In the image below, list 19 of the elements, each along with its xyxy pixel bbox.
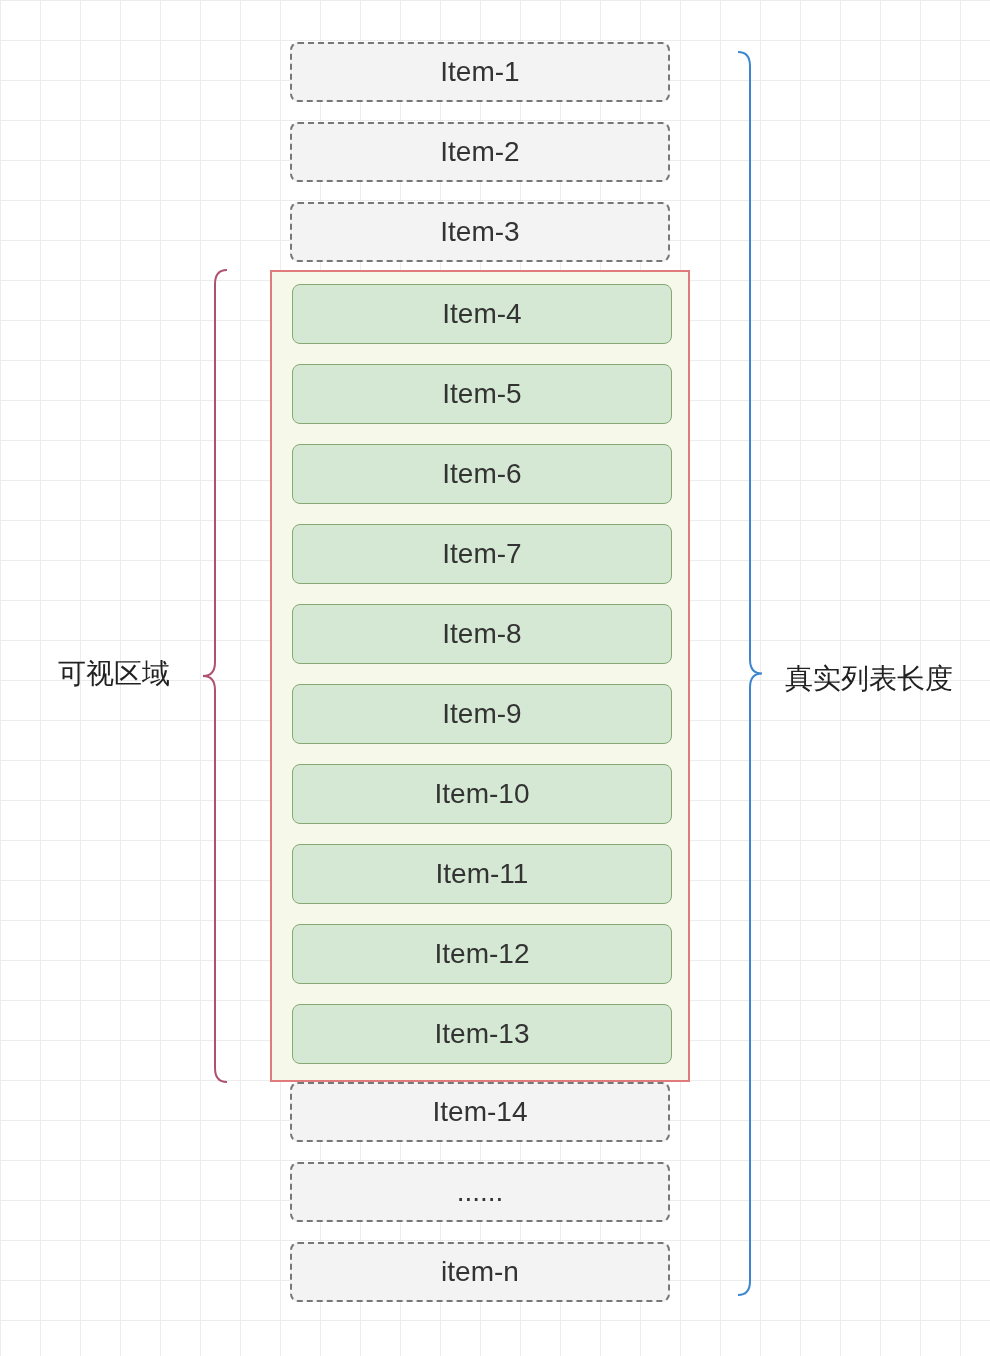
list-item-box: Item-1: [290, 42, 670, 102]
list-item-box: Item-13: [292, 1004, 672, 1064]
list-item-box: item-n: [290, 1242, 670, 1302]
list-item-box: Item-7: [292, 524, 672, 584]
list-item-box: Item-3: [290, 202, 670, 262]
list-item-box: Item-6: [292, 444, 672, 504]
visible-area-frame: [270, 270, 690, 1082]
list-item-box: Item-11: [292, 844, 672, 904]
list-item-box: Item-4: [292, 284, 672, 344]
list-item-box: ......: [290, 1162, 670, 1222]
list-item-box: Item-9: [292, 684, 672, 744]
list-item-box: Item-2: [290, 122, 670, 182]
list-item-box: Item-8: [292, 604, 672, 664]
list-item-box: Item-14: [290, 1082, 670, 1142]
region-label: 可视区域: [58, 657, 170, 691]
list-item-box: Item-5: [292, 364, 672, 424]
list-item-box: Item-12: [292, 924, 672, 984]
region-label: 真实列表长度: [785, 662, 953, 696]
list-item-box: Item-10: [292, 764, 672, 824]
